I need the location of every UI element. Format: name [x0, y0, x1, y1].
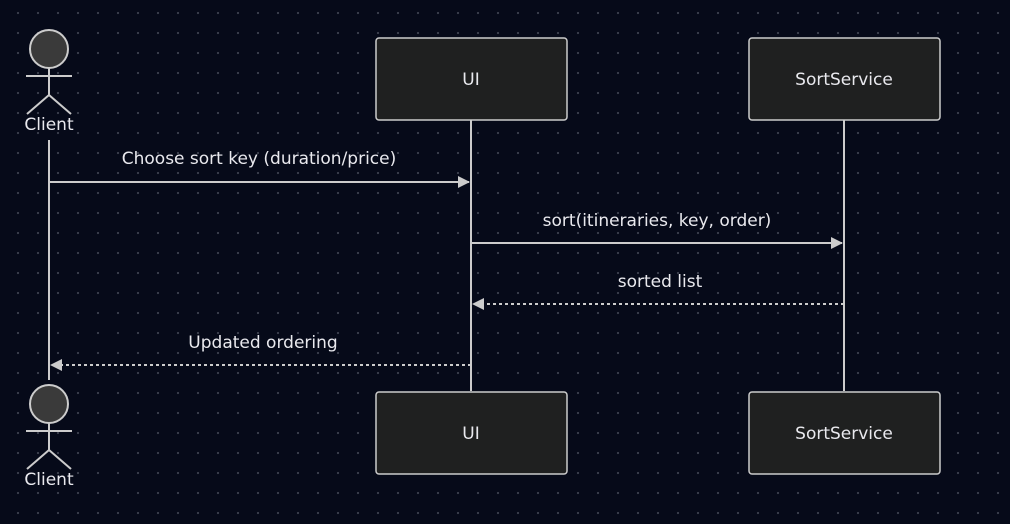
participant-box [375, 37, 568, 121]
message-label-1: Choose sort key (duration/price) [122, 149, 396, 169]
actor-client-bottom: Client [24, 384, 74, 490]
actor-client-label-bottom: Client [24, 470, 74, 490]
actor-leg-left [26, 449, 50, 470]
message-label-3: sorted list [618, 272, 703, 292]
actor-leg-left [26, 94, 50, 115]
participant-box [748, 37, 941, 121]
participant-box [748, 391, 941, 475]
actor-head [29, 29, 69, 69]
participant-ui-top: UI [375, 37, 568, 121]
participant-ui-label-bottom: UI [462, 424, 479, 444]
actor-leg-right [48, 94, 72, 115]
message-label-2: sort(itineraries, key, order) [543, 211, 772, 231]
actor-client-label-top: Client [24, 115, 74, 135]
actor-leg-right [48, 449, 72, 470]
participant-sortservice-top: SortService [748, 37, 941, 121]
actor-client-top: Client [24, 29, 74, 135]
participant-sortservice-label-bottom: SortService [795, 424, 893, 444]
participant-sortservice-label-top: SortService [795, 70, 893, 90]
participant-box [375, 391, 568, 475]
message-label-4: Updated ordering [188, 333, 337, 353]
participant-sortservice-bottom: SortService [748, 391, 941, 475]
participant-ui-label-top: UI [462, 70, 479, 90]
actor-head [29, 384, 69, 424]
participant-ui-bottom: UI [375, 391, 568, 475]
